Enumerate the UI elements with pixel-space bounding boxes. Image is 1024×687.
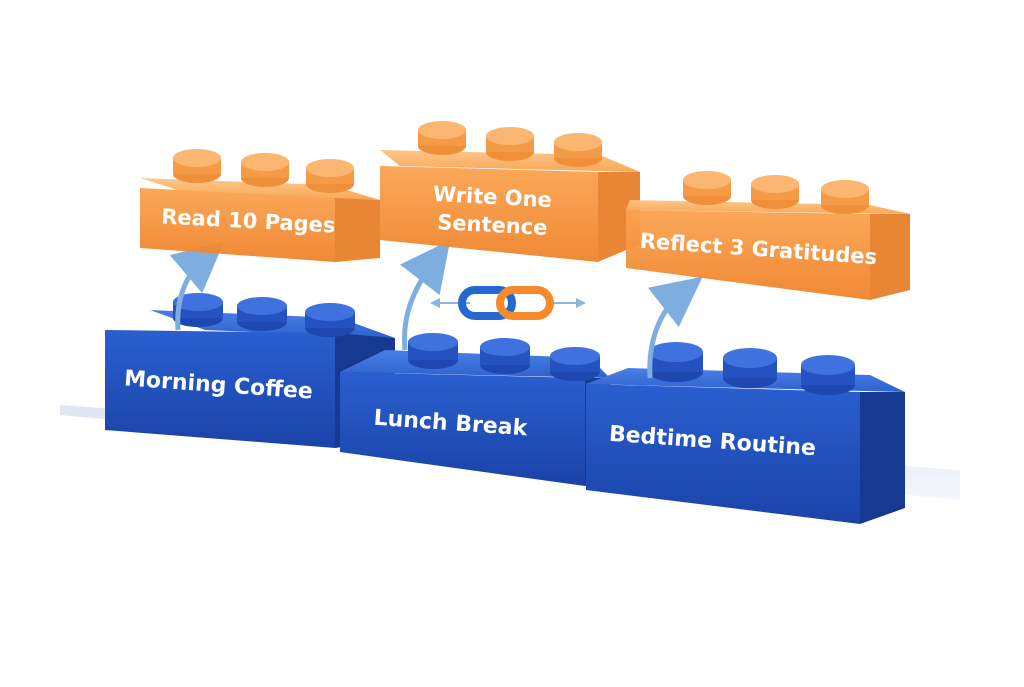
brick-studs	[408, 333, 600, 381]
brick-studs	[173, 149, 354, 193]
base-brick-lunch-break: Lunch Break	[340, 333, 610, 486]
brick-top	[140, 178, 380, 200]
brick-side	[860, 392, 905, 524]
chain-link-icon	[430, 286, 586, 320]
brick-studs	[418, 121, 602, 167]
new-label-sentence: Sentence	[437, 210, 548, 240]
arrow-up-3	[647, 276, 703, 379]
arrow-up-2	[399, 240, 451, 351]
brick-studs	[649, 342, 855, 395]
new-brick-read-10-pages: Read 10 Pages	[140, 149, 380, 262]
brick-studs	[173, 293, 355, 337]
new-brick-reflect-3-gratitudes: Reflect 3 Gratitudes	[626, 171, 910, 300]
brick-front	[105, 330, 335, 448]
base-brick-morning-coffee: Morning Coffee	[105, 293, 395, 448]
brick-top	[340, 350, 610, 378]
base-brick-bedtime-routine: Bedtime Routine	[586, 342, 905, 524]
brick-side	[870, 214, 910, 300]
new-brick-write-one-sentence: Write One Sentence	[380, 121, 640, 262]
brick-front	[586, 384, 860, 524]
brick-front	[140, 188, 335, 262]
arrow-up-1	[169, 241, 225, 331]
brick-front	[626, 210, 870, 300]
stack-arrows	[169, 240, 703, 379]
brick-side	[335, 198, 380, 262]
brick-front	[380, 166, 598, 262]
brick-front	[340, 372, 585, 486]
brick-studs	[683, 171, 869, 214]
